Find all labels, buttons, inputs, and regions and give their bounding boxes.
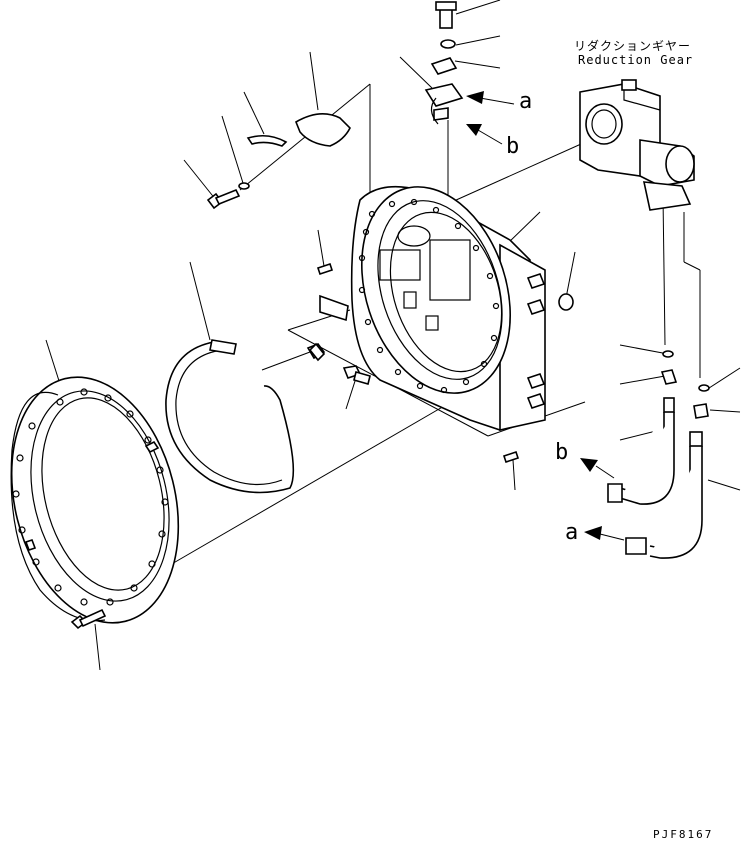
bracket-assembly [424, 1, 464, 125]
reduction-gear [579, 79, 695, 211]
marker-b-top: b [506, 134, 520, 159]
marker-b-hose: b [555, 440, 569, 465]
arrow-left-icon [580, 458, 615, 479]
small-fittings [306, 262, 520, 464]
marker-a-top: a [519, 89, 533, 114]
reduction-gear-label-en: Reduction Gear [578, 53, 694, 67]
cover-bolt [206, 182, 250, 210]
flange-bolt [70, 608, 107, 630]
flange-ring [10, 376, 180, 624]
housing-bolt-holes [358, 198, 500, 394]
drawing-code: PJF8167 [653, 828, 714, 841]
arrow-left-icon [466, 91, 515, 105]
arrow-left-icon [584, 526, 625, 541]
main-housing [350, 185, 574, 431]
seal-band [165, 339, 295, 494]
hose-assembly [607, 350, 710, 559]
marker-a-hose: a [565, 520, 579, 545]
cover-plate [246, 113, 351, 147]
reduction-gear-label-jp: リダクションギヤー [574, 39, 692, 53]
flange-bolt-holes [12, 388, 169, 606]
arrow-left-icon [466, 124, 503, 145]
reference-arrows [466, 91, 625, 541]
